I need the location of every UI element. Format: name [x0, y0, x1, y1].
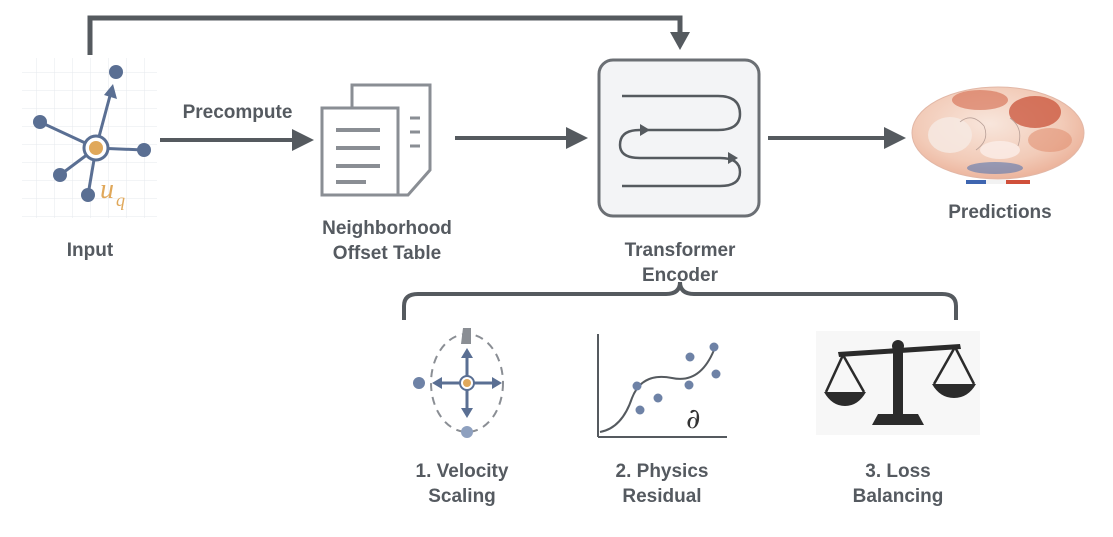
physics-residual-label-line1: 2. Physics — [615, 461, 709, 482]
encoder-label-line1: Transformer — [624, 240, 736, 261]
velocity-scaling-icon — [413, 328, 504, 438]
loss-balancing-label: 3. Loss Balancing — [828, 459, 968, 509]
encoder-components-brace — [402, 281, 958, 320]
encoder-label: Transformer Encoder — [590, 238, 770, 288]
physics-residual-label-line2: Residual — [622, 486, 702, 507]
precompute-label: Precompute — [182, 102, 293, 123]
velocity-scaling-label-line1: 1. Velocity — [415, 461, 509, 482]
loss-balancing-label-line2: Balancing — [852, 486, 944, 507]
document-stack-icon — [320, 83, 432, 197]
balance-scale-icon — [816, 331, 980, 435]
transformer-encoder-box — [597, 58, 761, 218]
velocity-scaling-label: 1. Velocity Scaling — [392, 459, 532, 509]
predictions-globe-map — [911, 86, 1085, 184]
partial-derivative-symbol: ∂ — [686, 402, 700, 435]
input-symbol-subscript: q — [116, 190, 125, 210]
offset-table-label: Neighborhood Offset Table — [297, 216, 477, 266]
skip-arrow-head — [670, 32, 690, 50]
predictions-label: Predictions — [948, 202, 1052, 223]
table-to-encoder-arrow-head — [566, 127, 588, 149]
physics-residual-label: 2. Physics Residual — [592, 459, 732, 509]
offset-table-label-line1: Neighborhood — [322, 218, 452, 239]
encoder-to-predictions-arrow-head — [884, 127, 906, 149]
input-symbol: u — [100, 174, 114, 205]
input-graph-icon — [22, 58, 157, 218]
encoder-label-line2: Encoder — [641, 265, 719, 286]
velocity-scaling-label-line2: Scaling — [428, 486, 496, 507]
skip-connection-arrow — [87, 15, 683, 55]
physics-residual-icon — [597, 334, 727, 438]
precompute-arrow-head — [292, 129, 314, 151]
loss-balancing-label-line1: 3. Loss — [865, 461, 931, 482]
input-label: Input — [66, 240, 114, 261]
offset-table-label-line2: Offset Table — [332, 243, 442, 264]
